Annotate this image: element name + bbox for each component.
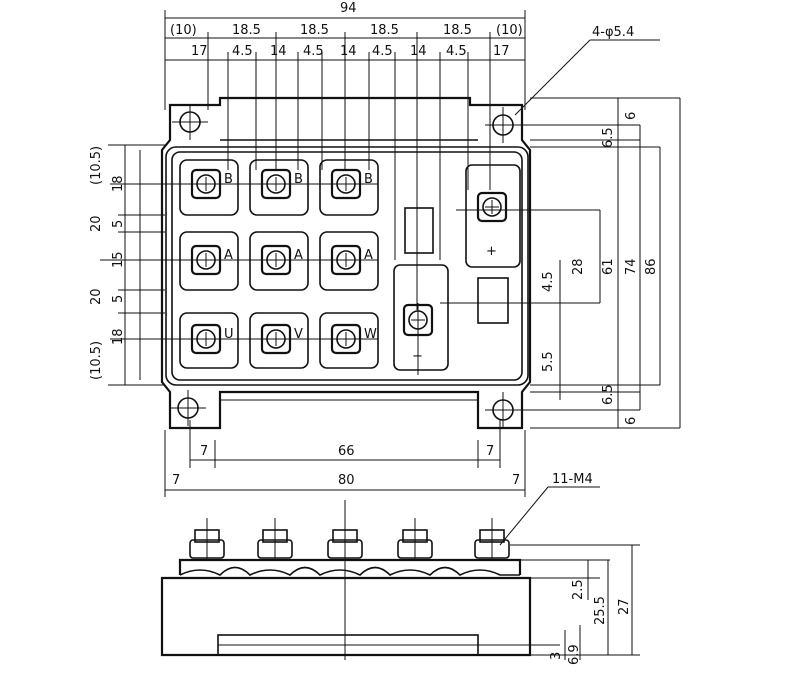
right-dimension-lines [559,98,681,428]
mounting-hole-bl [170,390,206,426]
label-window-upper [404,207,434,254]
side-dim-2-5: 2.5 [571,579,586,600]
bottom-dim-80: 80 [338,473,355,488]
dim-detail-1: 4.5 [232,44,253,59]
terminal-label-3: B [364,172,373,187]
right-dim-6-bottom: 6 [624,417,639,425]
terminal-label-6: A [364,248,373,263]
terminal-screws [190,168,362,355]
side-view [160,500,560,660]
dim-pitch-1: 18.5 [232,23,261,38]
right-dim-6-5-bottom: 6.5 [601,384,616,405]
minus-sign: − [412,349,423,364]
dim-detail-4: 14 [340,44,357,59]
side-dim-27: 27 [617,598,632,615]
plus-terminal [465,164,521,268]
left-dim-6: 5 [111,295,126,303]
dim-pitch-2: 18.5 [300,23,329,38]
hole-callout [514,39,660,116]
plus-sign: + [486,244,497,259]
left-dim-0: (10.5) [89,146,104,185]
left-dimension-lines [108,144,165,386]
mounting-hole-br [485,392,521,428]
terminal-label-1: B [224,172,233,187]
side-dimension-lines [510,544,640,660]
top-dimension-lines [164,10,526,310]
dim-detail-2: 14 [270,44,287,59]
dim-detail-3: 4.5 [303,44,324,59]
centerlines [100,97,680,429]
bottom-dim-7-left-outer: 7 [172,473,180,488]
side-dim-3: 3 [549,652,564,660]
terminal-label-4: A [224,248,233,263]
bottom-dim-66: 66 [338,444,355,459]
terminal-label-9: W [364,327,377,342]
mounting-hole-tl [172,104,208,140]
right-dim-5-5: 5.5 [541,351,556,372]
right-dim-6-5-top: 6.5 [601,127,616,148]
dim-detail-0: 17 [191,44,208,59]
dim-detail-8: 17 [493,44,510,59]
left-dim-1: 18 [111,175,126,192]
right-dim-6-top: 6 [624,112,639,120]
thread-callout [499,486,600,546]
dim-pitch-5: (10) [496,23,523,38]
dim-detail-6: 14 [410,44,427,59]
bottom-dim-7-left-inner: 7 [200,444,208,459]
side-terminal-nuts [189,518,510,560]
dim-detail-5: 4.5 [372,44,393,59]
module-outline [160,96,532,430]
bottom-dim-7-right-inner: 7 [486,444,494,459]
right-dim-61: 61 [601,258,616,275]
right-dim-4-5: 4.5 [541,271,556,292]
bottom-dim-7-right-outer: 7 [512,473,520,488]
left-dim-7: 18 [111,328,126,345]
terminal-label-7: U [224,327,234,342]
terminal-label-8: V [294,327,303,342]
terminal-label-5: A [294,248,303,263]
thread-callout-text: 11-M4 [552,472,593,487]
bottom-dimension-lines [164,420,526,497]
left-dim-8: (10.5) [89,341,104,380]
label-window-lower [477,277,509,324]
dim-pitch-4: 18.5 [443,23,472,38]
left-dim-5: 20 [89,288,104,305]
left-dim-4: 15 [111,251,126,268]
side-dim-6-9: 6.9 [567,644,582,665]
side-dim-25-5: 25.5 [593,596,608,625]
left-dim-2: 20 [89,215,104,232]
dim-pitch-0: (10) [170,23,197,38]
right-dim-28: 28 [571,258,586,275]
dim-detail-7: 4.5 [446,44,467,59]
right-dim-74: 74 [624,258,639,275]
mounting-hole-tr [485,107,521,143]
terminal-label-2: B [294,172,303,187]
dim-pitch-3: 18.5 [370,23,399,38]
dim-overall-94: 94 [340,1,357,16]
hole-callout-text: 4-φ5.4 [592,25,634,40]
left-dim-3: 5 [111,220,126,228]
right-dim-86: 86 [644,258,659,275]
terminal-grid [179,159,379,369]
